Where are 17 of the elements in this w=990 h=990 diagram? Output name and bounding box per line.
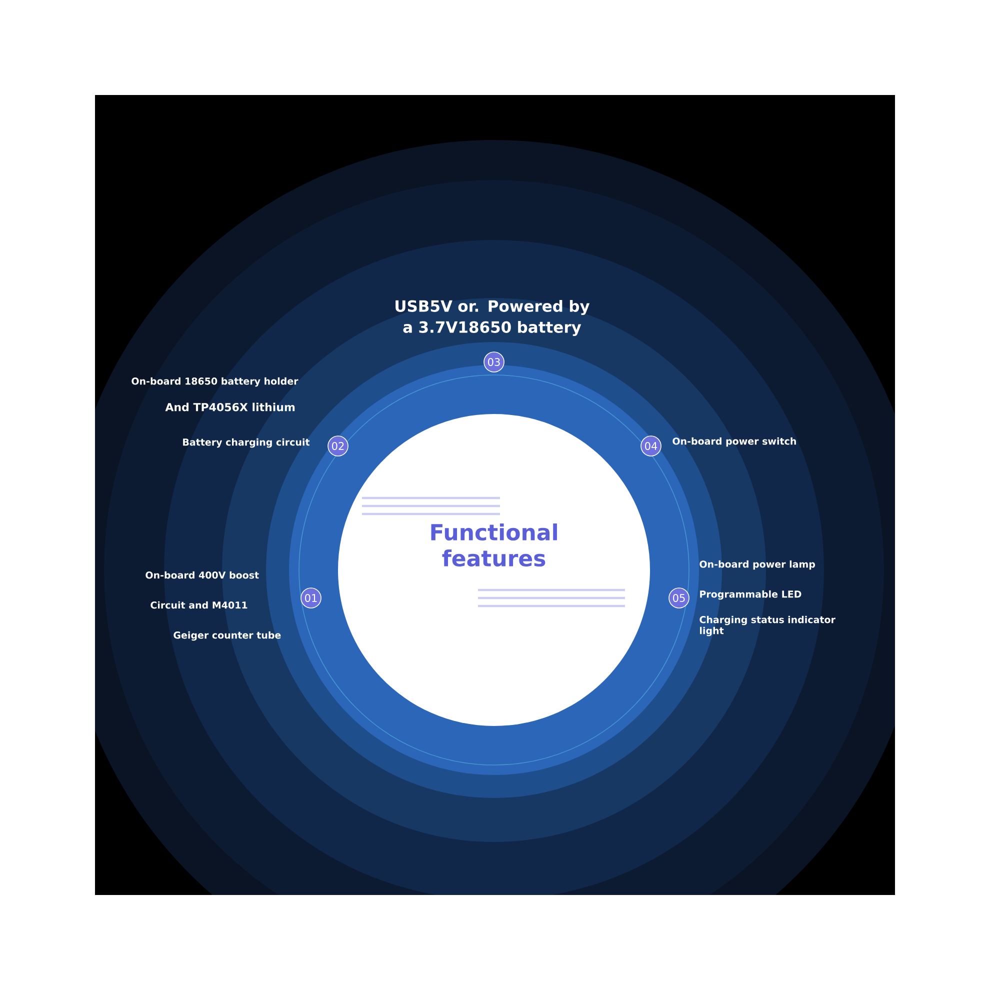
- feature-text: And TP4056X lithium: [165, 402, 295, 412]
- feature-text: Programmable LED: [700, 590, 802, 600]
- number-badge: 01: [300, 588, 322, 608]
- number-badge: 04: [640, 436, 662, 456]
- feature-text: On-board 18650 battery holder: [132, 377, 298, 387]
- feature-text: Circuit and M4011: [150, 601, 248, 609]
- feature-heading: USB5V or. Powered by a 3.7V18650 battery: [396, 300, 590, 336]
- feature-text: Charging status indicator light: [700, 616, 836, 636]
- feature-text: Battery charging circuit: [183, 438, 310, 448]
- center-heading: Functional features: [431, 524, 557, 567]
- feature-text: Geiger counter tube: [174, 631, 281, 641]
- number-badge: 02: [328, 436, 348, 456]
- number-badge: 05: [668, 588, 690, 608]
- feature-text: On-board power switch: [672, 437, 796, 447]
- feature-text: On-board power lamp: [700, 560, 816, 570]
- feature-text: On-board 400V boost: [146, 571, 259, 579]
- number-badge: 03: [484, 352, 504, 372]
